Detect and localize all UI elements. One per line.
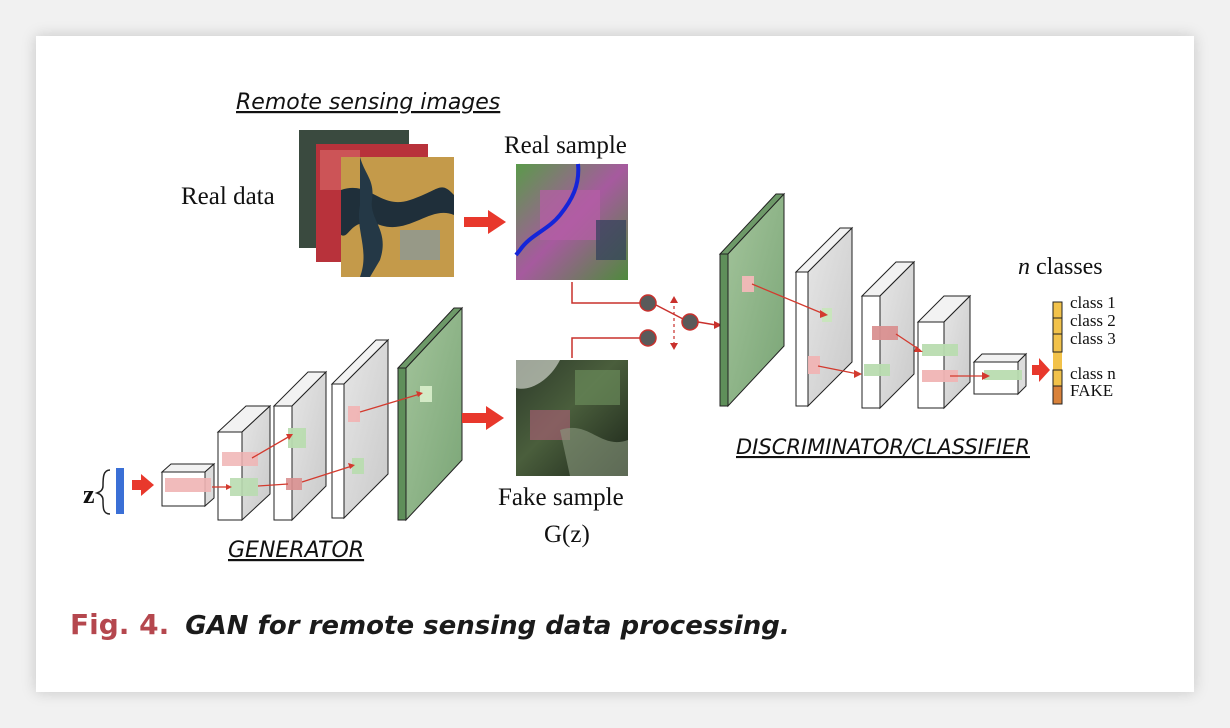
class-label-1: class 1 <box>1070 293 1116 312</box>
figure-caption-text: GAN for remote sensing data processing. <box>185 611 790 641</box>
class-label-fake: FAKE <box>1070 381 1113 400</box>
real-data-arrow <box>464 210 506 234</box>
z-brace <box>94 469 111 515</box>
real-data-image-stack <box>299 130 454 277</box>
fake-sample-image <box>516 360 628 476</box>
class-labels: class 1 class 2 class 3 class n FAKE <box>1070 293 1116 400</box>
class-cell-1 <box>1052 301 1063 319</box>
generator-layer-4 <box>330 338 390 520</box>
n-classes-label: n classes <box>1018 254 1103 280</box>
real-sample-label: Real sample <box>504 132 627 159</box>
discriminator-layer-2 <box>794 226 854 408</box>
switch-node-fake <box>639 329 657 347</box>
z-label: z <box>83 480 95 509</box>
generator-flow-arrows <box>212 391 423 490</box>
generator-layer-2 <box>216 404 272 522</box>
remote-sensing-images-label: Remote sensing images <box>236 90 500 115</box>
real-sample-image <box>514 163 628 280</box>
discriminator-input-layer <box>718 192 786 408</box>
class-label-2: class 2 <box>1070 311 1116 330</box>
generator-layer-3 <box>272 370 328 522</box>
discriminator-layer-4 <box>916 294 972 410</box>
class-output-vector <box>1052 301 1063 405</box>
z-arrow <box>132 474 154 496</box>
generator-output-arrow <box>462 406 504 430</box>
fake-sample-label: Fake sample <box>498 484 624 511</box>
class-cell-3 <box>1052 333 1063 353</box>
switch-node-out <box>681 313 699 331</box>
gz-label: G(z) <box>544 521 590 548</box>
class-cell-n <box>1052 369 1063 387</box>
z-vector-bar <box>116 468 124 514</box>
figure-caption: Fig. 4. GAN for remote sensing data proce… <box>70 608 790 641</box>
sample-switch <box>571 282 722 358</box>
discriminator-layer-3 <box>860 260 916 410</box>
real-data-label: Real data <box>181 183 275 210</box>
class-label-3: class 3 <box>1070 329 1116 348</box>
figure-number: Fig. 4. <box>70 608 170 641</box>
switch-node-real <box>639 294 657 312</box>
generator-label: GENERATOR <box>228 538 364 563</box>
generator-output-layer <box>396 306 464 522</box>
class-cell-2 <box>1052 317 1063 335</box>
generator-layer-1 <box>160 462 216 508</box>
discriminator-flow-arrows <box>751 283 990 380</box>
discriminator-label: DISCRIMINATOR/CLASSIFIER <box>736 435 1030 459</box>
discriminator-output-arrow <box>1032 358 1050 382</box>
discriminator-layer-5 <box>972 352 1028 396</box>
class-cell-fake <box>1052 385 1063 405</box>
class-label-n: class n <box>1070 364 1116 383</box>
